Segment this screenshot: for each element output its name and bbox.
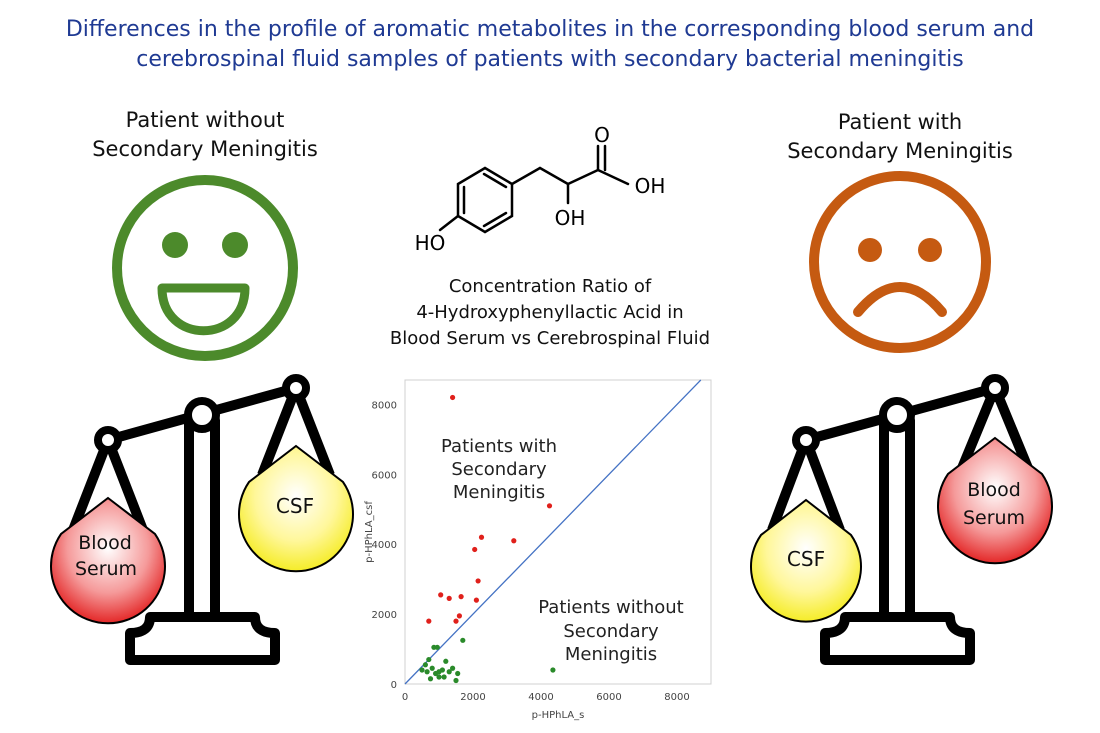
right-scale-blood-serum-pan [937,436,1053,565]
data-point-series1-2 [460,637,466,643]
x-tick-label-2: 4000 [528,692,553,703]
right-heading-line-2: Secondary Meningitis [787,139,1013,163]
data-point-series0-0 [450,394,456,401]
data-point-series1-1 [434,644,440,650]
data-point-series1-10 [439,667,445,673]
data-point-series1-5 [422,662,428,668]
annotation-with-line-2: Secondary [451,459,547,480]
data-point-series0-6 [438,592,444,598]
data-point-series0-3 [511,538,517,544]
right-panel-heading: Patient with Secondary Meningitis [735,108,1065,166]
figure-title-line-1: Differences in the profile of aromatic m… [65,17,1035,42]
data-point-series1-16 [453,677,459,684]
chart-x-axis-label: p-HPhLA_s [532,710,585,721]
molecule-alpha-oh-label: OH [555,206,586,230]
data-point-series0-10 [456,613,462,619]
molecule-acid-oh-label: OH [635,174,666,198]
data-point-series0-5 [475,578,481,584]
chart-annotation-without: Patients without Secondary Meningitis [538,597,683,665]
y-tick-label-3: 6000 [372,470,397,481]
happy-face-icon [112,175,298,361]
chart-points [419,394,556,684]
data-point-series0-9 [473,597,479,603]
left-pan-label-2: Serum [75,558,137,580]
chart-caption: Concentration Ratio of 4-Hydroxyphenylla… [345,274,755,352]
right-scale-right-pan-label-2: Serum [963,507,1025,529]
data-point-series0-2 [478,534,485,540]
data-point-series1-13 [450,665,456,671]
left-scale-blood-serum-pan [50,496,166,625]
y-tick-label-0: 0 [391,680,397,691]
right-scale-right-pan-label-1: Blood [967,479,1021,501]
chart-plot-area [404,379,712,685]
chart-y-ticks: 0 2000 4000 6000 8000 [372,400,397,691]
annotation-without-line-3: Meningitis [565,644,657,665]
data-point-series0-8 [446,595,452,601]
right-scale-left-pan-label: CSF [787,547,825,571]
x-tick-label-0: 0 [402,692,408,703]
data-point-series0-4 [472,546,478,553]
left-scale-pivots [94,374,310,454]
molecule-carbonyl-o-label: O [594,123,610,147]
data-point-series1-7 [429,665,435,671]
data-point-series0-12 [426,618,432,624]
y-tick-label-1: 2000 [372,610,397,621]
data-point-series0-1 [546,503,553,509]
x-tick-label-4: 8000 [664,692,689,703]
caption-line-1: Concentration Ratio of [448,276,652,297]
caption-line-3: Blood Serum vs Cerebrospinal Fluid [389,328,711,349]
left-pan-label-1: Blood [78,532,132,554]
annotation-without-line-2: Secondary [563,621,659,642]
data-point-series1-12 [446,669,452,675]
data-point-series0-7 [458,594,464,600]
right-scale-csf-pan [750,498,862,623]
x-tick-label-1: 2000 [460,692,485,703]
figure-title-line-2: cerebrospinal fluid samples of patients … [136,47,964,72]
sad-face-icon [809,171,991,353]
right-heading-line-1: Patient with [837,110,963,134]
left-heading-line-2: Secondary Meningitis [92,137,318,161]
left-scale-csf-pan [238,444,354,573]
chart-y-axis-label: p-HPhLA_csf [364,501,375,563]
data-point-series1-15 [436,674,442,680]
annotation-with-line-1: Patients with [441,436,557,457]
scatter-chart: 0 2000 4000 6000 8000 0 2000 4000 6000 8000 p-HP… [364,379,712,721]
y-tick-label-2: 4000 [372,540,397,551]
data-point-series0-11 [453,618,459,624]
caption-line-2: 4-Hydroxyphenyllactic Acid in [416,302,684,323]
chart-reference-line [404,379,702,685]
data-point-series1-19 [441,674,447,680]
data-point-series1-11 [443,658,449,664]
y-tick-label-4: 8000 [372,400,397,411]
data-point-series1-6 [426,656,432,663]
annotation-with-line-3: Meningitis [453,482,545,503]
molecule-structure-icon [438,144,630,234]
data-point-series1-14 [427,676,434,682]
annotation-without-line-1: Patients without [538,597,683,618]
data-point-series1-18 [424,669,430,675]
left-panel-heading: Patient without Secondary Meningitis [40,106,370,164]
right-pan-label-1: CSF [276,494,314,518]
data-point-series1-4 [419,667,425,673]
left-heading-line-1: Patient without [125,108,285,132]
chart-annotation-with: Patients with Secondary Meningitis [441,436,557,503]
x-tick-label-3: 6000 [596,692,621,703]
data-point-series1-3 [550,667,556,673]
data-point-series1-17 [455,670,461,677]
molecule-ho-label: HO [415,231,446,255]
chart-x-ticks: 0 2000 4000 6000 8000 [402,692,690,703]
right-scale-pivots [792,374,1009,454]
